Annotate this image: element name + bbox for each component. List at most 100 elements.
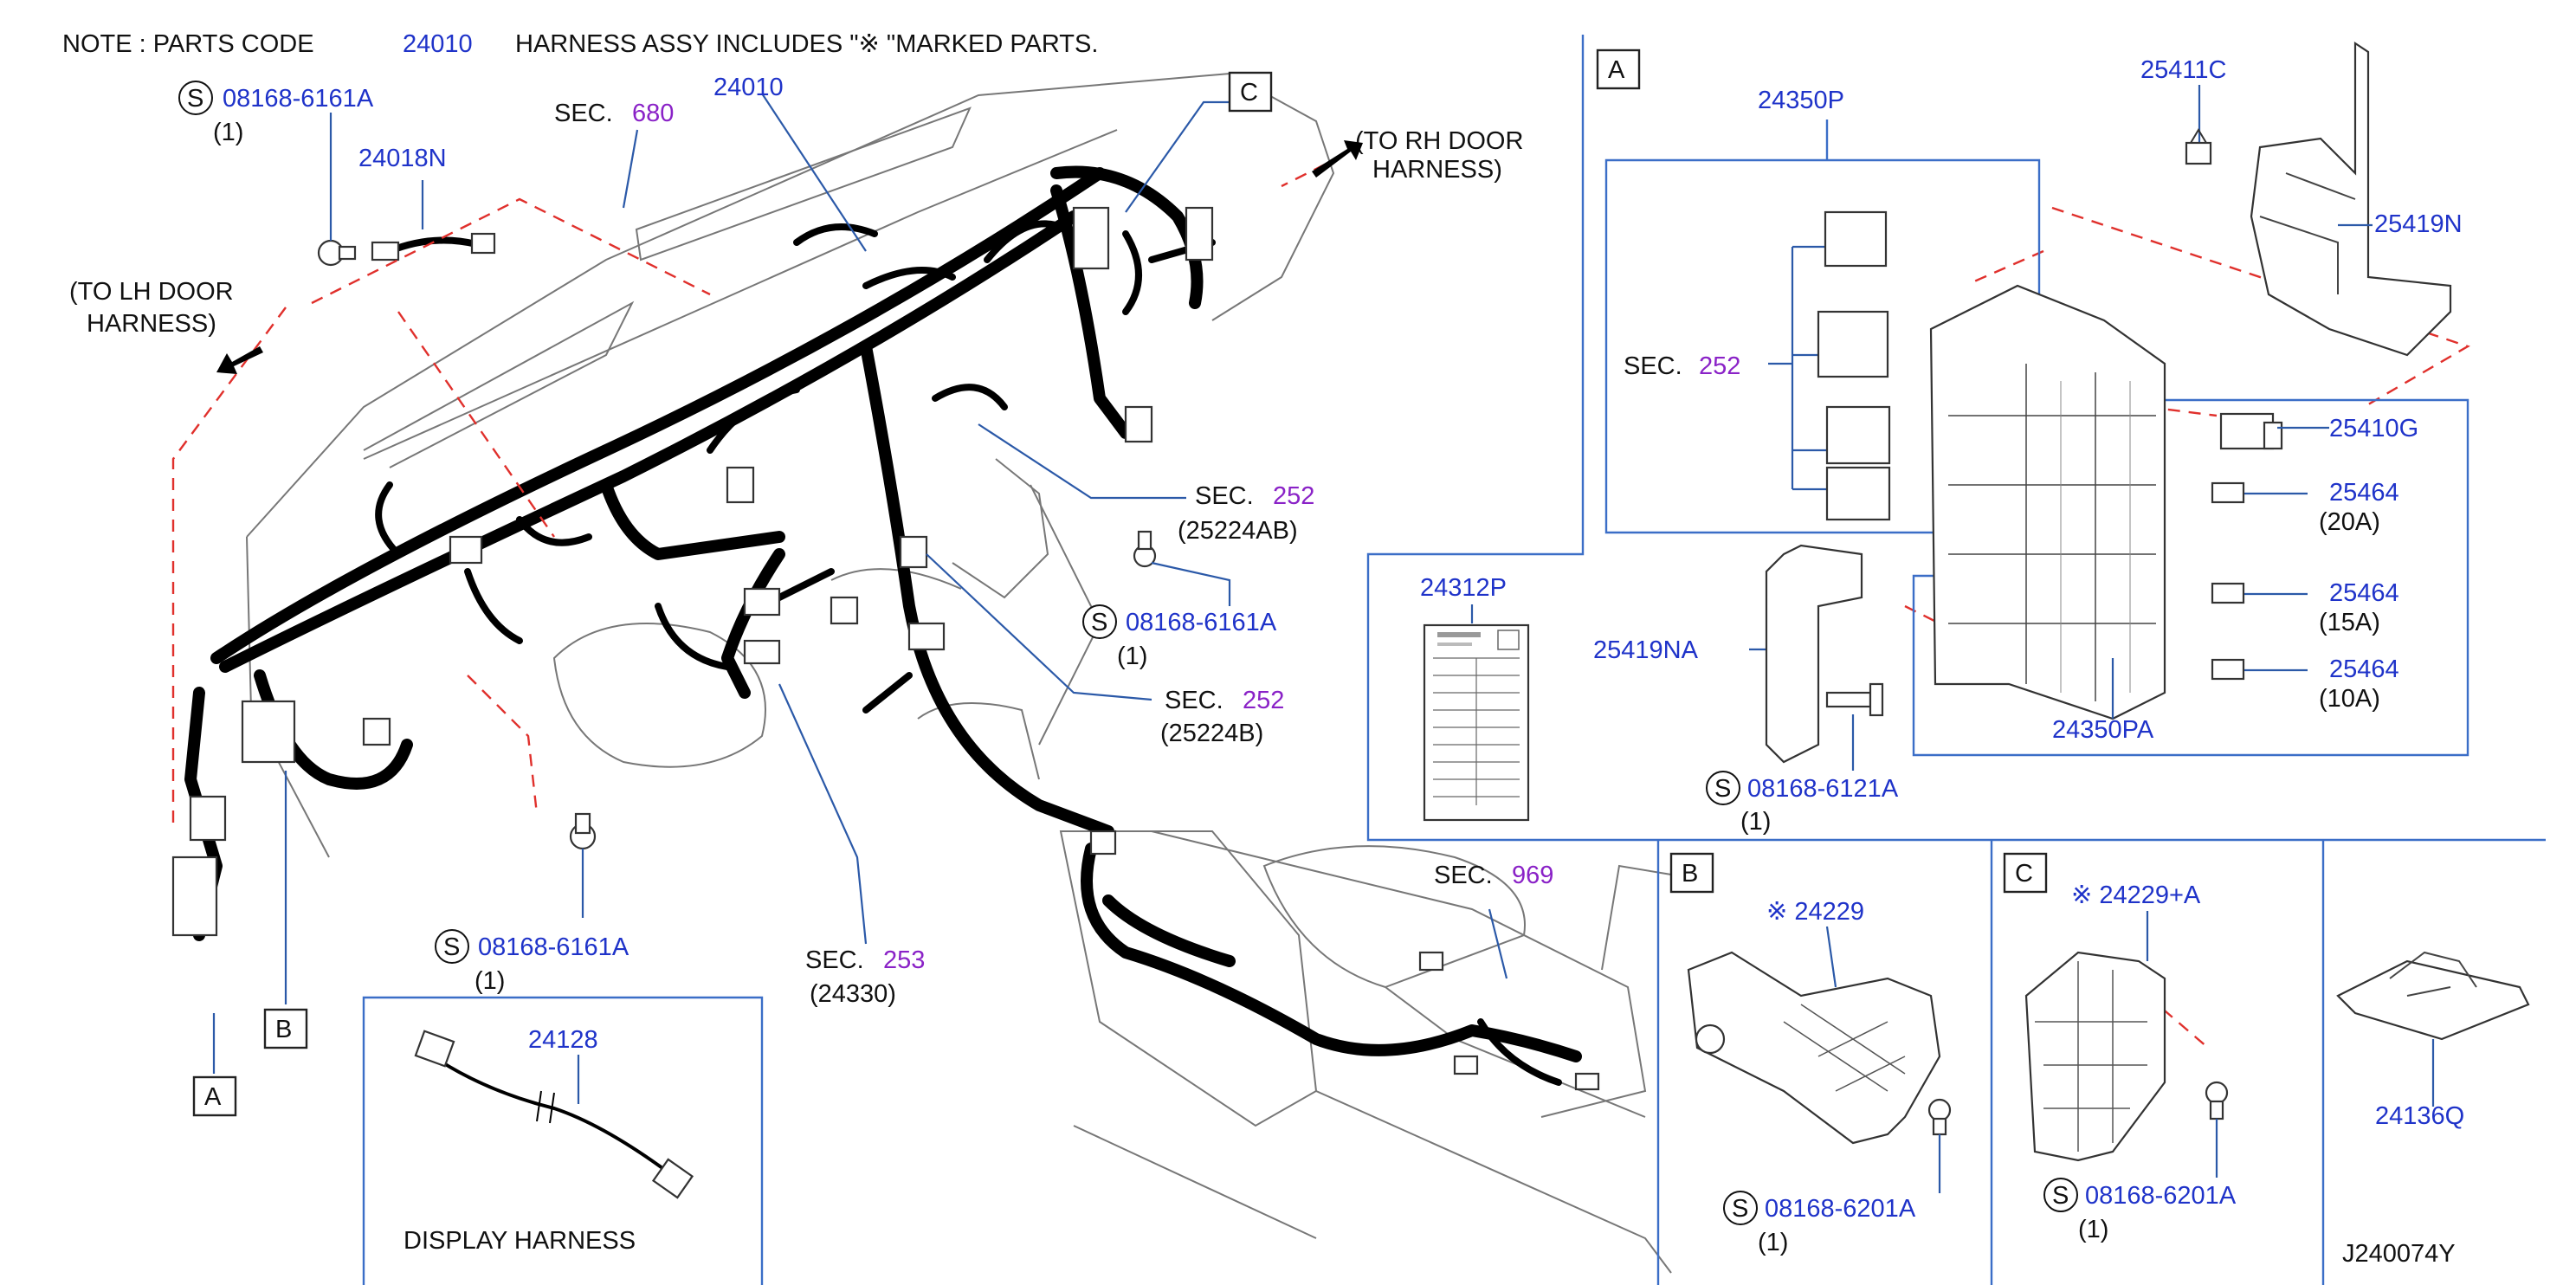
svg-text:08168-6121A: 08168-6121A (1747, 775, 1899, 803)
svg-text:252: 252 (1243, 687, 1284, 714)
sec680-label: SEC. 680 (554, 100, 674, 127)
part-25410g: 25410G (2329, 415, 2418, 442)
part-24010: 24010 (713, 74, 784, 101)
label-card-24312p (1423, 623, 1530, 822)
svg-text:A: A (1608, 56, 1625, 84)
panel-c: C ※ 24229+A S 08168-6201A (1) (1990, 840, 2237, 1285)
callout-a-main: A (192, 1075, 237, 1117)
svg-text:SEC.: SEC. (805, 946, 864, 974)
note-line: NOTE : PARTS CODE 24010 HARNESS ASSY INC… (62, 30, 1098, 58)
fuse-block (1929, 284, 2166, 720)
bolt-a-icon (1825, 682, 1884, 717)
relay-25410g (2219, 412, 2283, 450)
svg-text:S: S (1091, 609, 1107, 636)
clip-24136q (2336, 951, 2530, 1041)
fuse-10a: 25464 (10A) (2211, 655, 2399, 713)
svg-text:(1): (1) (1740, 808, 1771, 836)
bolt-low-label: S 08168-6161A (1) (435, 929, 629, 995)
leader-lines (212, 93, 1508, 1074)
svg-text:B: B (1682, 860, 1698, 888)
bolt-low-icon (569, 812, 597, 850)
bolt-top-qty: (1) (213, 119, 243, 146)
svg-text:969: 969 (1512, 862, 1553, 889)
relay-bracket-24229a (2024, 951, 2166, 1162)
svg-text:(10A): (10A) (2319, 685, 2380, 713)
arrow-left-icon (216, 346, 263, 374)
part-25419n: 25419N (2374, 210, 2463, 238)
bolt-mid-label: S 08168-6161A (1) (1082, 604, 1277, 670)
svg-text:SEC.: SEC. (1165, 687, 1223, 714)
bolt-b-icon (1927, 1098, 1952, 1136)
svg-text:253: 253 (883, 946, 925, 974)
part-24350pa: 24350PA (2052, 716, 2154, 744)
bolt-c-icon (2205, 1081, 2229, 1120)
diagram-id: J240074Y (2342, 1240, 2456, 1268)
display-harness-title: DISPLAY HARNESS (404, 1227, 636, 1255)
svg-text:A: A (204, 1083, 222, 1111)
svg-text:(15A): (15A) (2319, 609, 2380, 636)
panel-a: A 24350P SEC. 252 24350PA 25411C (1366, 35, 2546, 842)
sec252-ab-label: SEC. 252 (25224AB) (1178, 482, 1314, 545)
sec252-a-label: SEC. 252 (1624, 352, 1740, 380)
bolt-mid-icon (1133, 530, 1157, 568)
note-suffix: HARNESS ASSY INCLUDES "※ "MARKED PARTS. (515, 30, 1098, 58)
dashboard-outline (246, 72, 1672, 1274)
main-harness (184, 165, 1582, 1086)
svg-text:(TO LH DOOR: (TO LH DOOR (69, 278, 234, 306)
svg-text:25464: 25464 (2329, 655, 2399, 683)
fuse-15a: 25464 (15A) (2211, 579, 2399, 636)
note-prefix: NOTE : PARTS CODE (62, 30, 314, 58)
bolt-c-label: S 08168-6201A (1) (2043, 1178, 2237, 1243)
rh-door-label: (TO RH DOOR HARNESS) (1312, 127, 1523, 184)
part-24350p: 24350P (1758, 87, 1844, 114)
panel-b: B ※ 24229 S 08168-6201A (1) (1656, 840, 1952, 1285)
note-part-code: 24010 (403, 30, 473, 58)
screw-mark: S (187, 85, 203, 113)
svg-text:HARNESS): HARNESS) (1372, 156, 1502, 184)
svg-text:S: S (1732, 1195, 1748, 1223)
svg-text:C: C (1240, 79, 1258, 107)
bracket-25419n (2250, 41, 2452, 357)
svg-text:S: S (1714, 775, 1731, 803)
svg-text:08168-6161A: 08168-6161A (1126, 609, 1277, 636)
bolt-top-icon (317, 239, 357, 267)
part-25419na: 25419NA (1593, 636, 1699, 664)
svg-text:(1): (1) (475, 967, 505, 995)
svg-text:(TO RH DOOR: (TO RH DOOR (1355, 127, 1523, 155)
svg-text:08168-6201A: 08168-6201A (2085, 1182, 2237, 1210)
svg-text:25464: 25464 (2329, 579, 2399, 607)
grommet-24018n (371, 232, 496, 262)
connectors (171, 206, 1600, 1091)
relay-bracket-24229 (1687, 951, 1941, 1145)
svg-text:SEC.: SEC. (554, 100, 613, 127)
part-24229a: ※ 24229+A (2071, 881, 2201, 909)
svg-text:(1): (1) (1758, 1229, 1788, 1256)
svg-text:(1): (1) (2078, 1216, 2108, 1243)
display-harness-panel: 24128 DISPLAY HARNESS (362, 996, 764, 1285)
bolt-top-label: S 08168-6161A (1) (178, 81, 374, 146)
svg-text:C: C (2015, 860, 2033, 888)
part-25411c: 25411C (2140, 56, 2226, 84)
part-24312p: 24312P (1420, 574, 1507, 602)
bolt-a-label: S 08168-6121A (1) (1706, 771, 1899, 836)
svg-text:08168-6201A: 08168-6201A (1765, 1195, 1916, 1223)
fuse-20a: 25464 (20A) (2211, 479, 2399, 536)
lh-door-label: (TO LH DOOR HARNESS) (69, 278, 263, 374)
svg-text:252: 252 (1273, 482, 1314, 510)
sec969-label: SEC. 969 (1434, 862, 1553, 889)
arrow-right-icon (1312, 140, 1363, 178)
svg-text:B: B (275, 1016, 292, 1043)
svg-text:SEC.: SEC. (1624, 352, 1682, 380)
svg-text:(1): (1) (1117, 642, 1147, 670)
part-24136q: 24136Q (2375, 1102, 2464, 1130)
svg-text:SEC.: SEC. (1434, 862, 1493, 889)
sec252-b-label: SEC. 252 (25224B) (1160, 687, 1284, 747)
svg-text:08168-6161A: 08168-6161A (478, 933, 629, 961)
svg-text:(20A): (20A) (2319, 508, 2380, 536)
svg-text:25464: 25464 (2329, 479, 2399, 507)
panel-clip: 24136Q (2321, 840, 2530, 1285)
svg-text:(24330): (24330) (810, 980, 896, 1008)
part-24229: ※ 24229 (1766, 898, 1864, 926)
svg-text:SEC.: SEC. (1195, 482, 1254, 510)
